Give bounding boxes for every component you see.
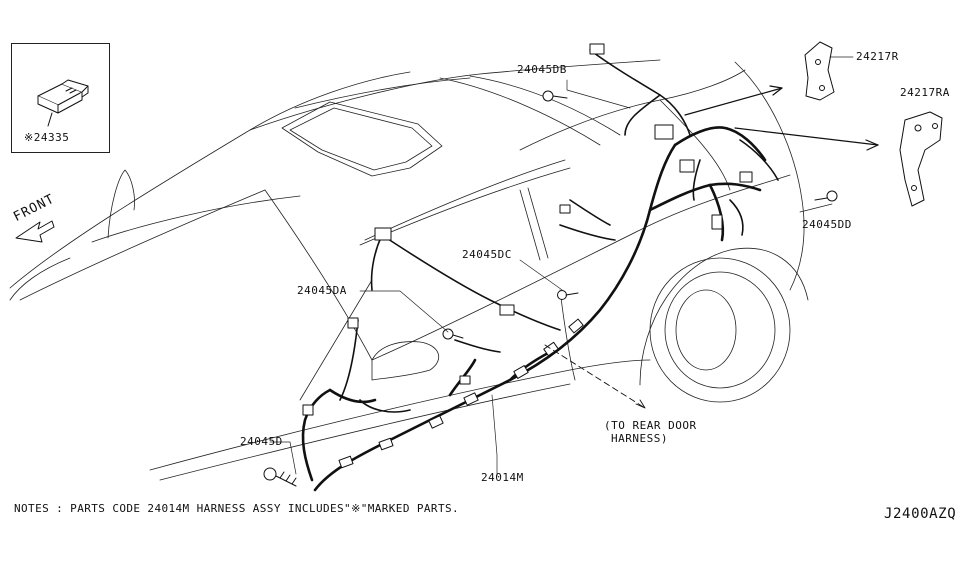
part-label-24045D: 24045D bbox=[240, 435, 283, 448]
brackets bbox=[804, 41, 943, 207]
part-label-24217R: 24217R bbox=[856, 50, 899, 63]
bracket-arrows bbox=[684, 85, 879, 151]
part-label-24045DC: 24045DC bbox=[462, 248, 512, 261]
part-label-24045DD: 24045DD bbox=[802, 218, 852, 231]
harness-branches bbox=[339, 49, 779, 413]
part-label-24045DB: 24045DB bbox=[517, 63, 567, 76]
diagram-id: J2400AZQ bbox=[884, 506, 957, 522]
bolts bbox=[263, 90, 838, 487]
rear-door-dashed-line bbox=[544, 344, 646, 409]
rear-note-line-2: HARNESS) bbox=[611, 432, 668, 445]
notes-text: NOTES : PARTS CODE 24014M HARNESS ASSY I… bbox=[14, 502, 460, 515]
part-label-24045DA: 24045DA bbox=[297, 284, 347, 297]
connector-24335-icon bbox=[37, 79, 89, 127]
harness-connectors bbox=[302, 43, 753, 469]
rear-door-harness-note: (TO REAR DOOR HARNESS) bbox=[604, 419, 697, 445]
leader-lines bbox=[269, 56, 854, 477]
inset-part-label: ※24335 bbox=[24, 131, 70, 144]
front-arrow-icon bbox=[15, 220, 55, 243]
inset-box bbox=[11, 43, 110, 153]
car-body-outline bbox=[9, 59, 809, 481]
rear-note-line-1: (TO REAR DOOR bbox=[604, 419, 697, 432]
part-label-24217RA: 24217RA bbox=[900, 86, 950, 99]
part-label-24014M: 24014M bbox=[481, 471, 524, 484]
